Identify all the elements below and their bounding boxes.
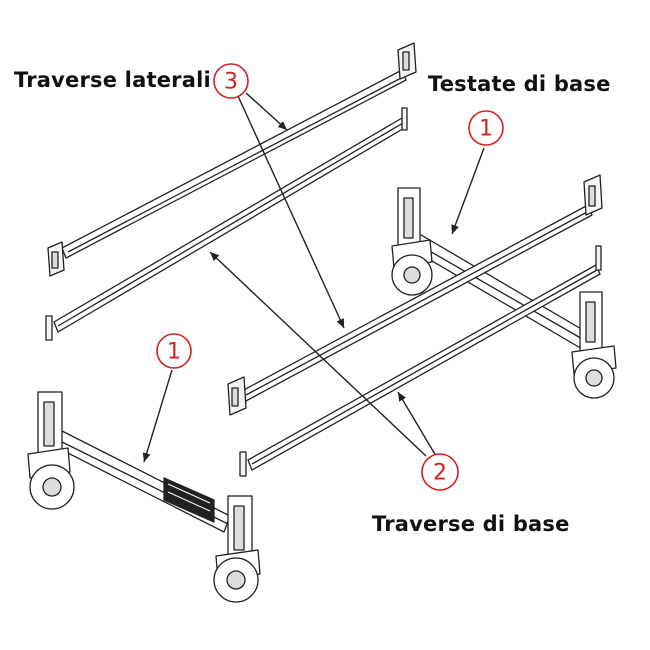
base-rail-bottom [239, 245, 602, 477]
head-base-left [27, 391, 261, 603]
svg-text:1: 1 [479, 117, 493, 142]
leader-3-to-top-rail [245, 92, 288, 131]
leader-1-right [451, 147, 485, 235]
side-rail-top-upper [47, 42, 417, 277]
callout-2: 2 [421, 453, 459, 491]
leader-1-left [142, 369, 173, 463]
side-rail-top-lower [45, 107, 408, 341]
label-traverse-di-base: Traverse di base [372, 512, 570, 536]
side-rail-middle [227, 174, 603, 416]
svg-text:1: 1 [167, 340, 181, 365]
callout-1-left: 1 [156, 333, 192, 369]
svg-text:2: 2 [433, 461, 447, 486]
callout-1-right: 1 [468, 110, 504, 146]
label-testate-di-base: Testate di base [428, 72, 611, 96]
leader-3-to-middle-rail [237, 95, 345, 329]
label-traverse-laterali: Traverse laterali [14, 68, 211, 92]
callout-3: 3 [213, 63, 249, 99]
leader-2-to-lower-rail [397, 391, 437, 457]
leader-2-to-upper-rail [209, 251, 427, 457]
svg-text:3: 3 [224, 70, 238, 95]
head-base-right [391, 187, 617, 399]
